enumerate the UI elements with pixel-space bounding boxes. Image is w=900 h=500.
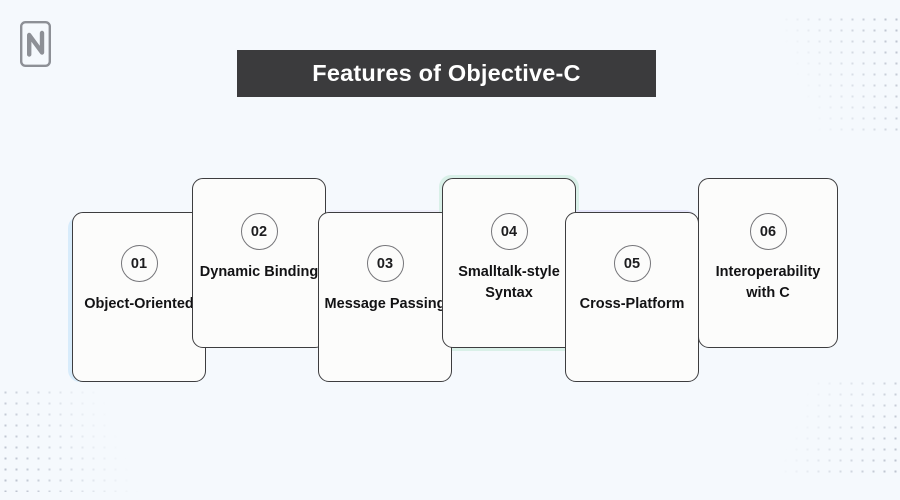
brand-logo-icon	[20, 21, 51, 67]
card-number-badge-2: 02	[240, 213, 278, 250]
card-number-badge-1: 01	[120, 245, 158, 282]
card-number-badge-4: 04	[490, 213, 528, 250]
feature-card-1[interactable]: 01 Object-Oriented	[72, 212, 206, 382]
card-label-6: Interoperability with C	[715, 264, 821, 301]
dot-pattern-top-right-icon	[770, 14, 900, 139]
card-label-1: Object-Oriented	[84, 296, 194, 312]
dot-pattern-bottom-left-icon	[0, 387, 140, 492]
feature-card-6[interactable]: 06 Interoperability with C	[698, 178, 838, 348]
dot-pattern-bottom-right-icon	[780, 378, 900, 478]
card-label-2: Dynamic Binding	[199, 264, 319, 280]
card-number-badge-3: 03	[366, 245, 404, 282]
page-title: Features of Objective-C	[312, 60, 581, 86]
card-label-4: Smalltalk-style Syntax	[458, 264, 560, 301]
card-label-5: Cross-Platform	[579, 296, 685, 312]
feature-card-4[interactable]: 04 Smalltalk-style Syntax	[442, 178, 576, 348]
feature-card-2[interactable]: 02 Dynamic Binding	[192, 178, 326, 348]
feature-card-5[interactable]: 05 Cross-Platform	[565, 212, 699, 382]
card-label-3: Message Passing	[324, 296, 446, 312]
card-number-badge-5: 05	[613, 245, 651, 282]
card-number-badge-6: 06	[749, 213, 787, 250]
feature-card-3[interactable]: 03 Message Passing	[318, 212, 452, 382]
page-title-banner: Features of Objective-C	[237, 50, 656, 97]
